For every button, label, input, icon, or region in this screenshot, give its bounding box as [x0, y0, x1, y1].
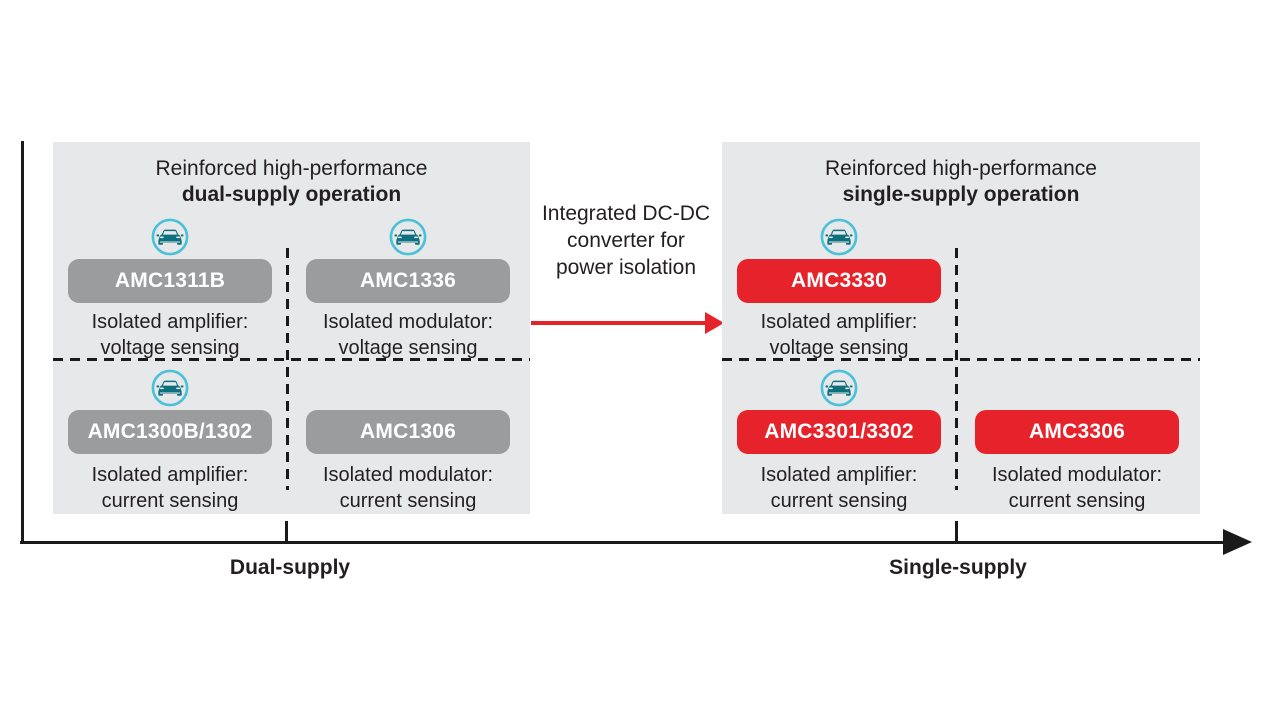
- panel-title-line2: single-supply operation: [842, 183, 1080, 206]
- chip-amc3301-3302[interactable]: AMC3301/3302: [737, 410, 941, 454]
- quadrant-divider-vertical: [955, 248, 958, 490]
- desc-line1: Isolated amplifier:: [760, 311, 918, 333]
- y-axis-line: [21, 141, 24, 543]
- desc-line2: voltage sensing: [338, 337, 478, 359]
- desc-line2: current sensing: [770, 490, 908, 512]
- annotation-line1: Integrated DC-DC: [541, 202, 711, 225]
- chip-description: Isolated amplifier: current sensing: [729, 462, 949, 514]
- annotation-line3: power isolation: [555, 256, 697, 279]
- panel-title-line1: Reinforced high-performance: [155, 157, 428, 180]
- desc-line1: Isolated amplifier:: [760, 464, 918, 486]
- desc-line2: current sensing: [339, 490, 477, 512]
- car-icon: [388, 217, 428, 257]
- panel-single-supply: Reinforced high-performance single-suppl…: [722, 142, 1200, 514]
- chip-description: Isolated amplifier: voltage sensing: [60, 309, 280, 361]
- desc-line2: voltage sensing: [769, 337, 909, 359]
- chip-amc3306[interactable]: AMC3306: [975, 410, 1179, 454]
- quadrant-divider-horizontal: [53, 358, 530, 361]
- chip-description: Isolated amplifier: voltage sensing: [729, 309, 949, 361]
- quadrant-divider-horizontal: [722, 358, 1200, 361]
- desc-line1: Isolated amplifier:: [91, 311, 249, 333]
- chip-amc1336[interactable]: AMC1336: [306, 259, 510, 303]
- x-axis-label-dual-supply: Dual-supply: [229, 556, 351, 579]
- chip-amc3330[interactable]: AMC3330: [737, 259, 941, 303]
- chip-description: Isolated modulator: voltage sensing: [298, 309, 518, 361]
- car-icon: [819, 217, 859, 257]
- transition-arrowhead-icon: [705, 312, 724, 334]
- x-axis-label-single-supply: Single-supply: [889, 556, 1027, 579]
- panel-title-line1: Reinforced high-performance: [825, 157, 1097, 180]
- desc-line1: Isolated amplifier:: [91, 464, 249, 486]
- x-axis-arrowhead-icon: [1223, 529, 1252, 555]
- chip-description: Isolated amplifier: current sensing: [60, 462, 280, 514]
- desc-line2: current sensing: [101, 490, 239, 512]
- desc-line1: Isolated modulator:: [322, 311, 494, 333]
- chip-description: Isolated modulator: current sensing: [967, 462, 1187, 514]
- dcdc-annotation: Integrated DC-DC converter for power iso…: [530, 200, 722, 281]
- car-icon: [150, 368, 190, 408]
- desc-line1: Isolated modulator:: [991, 464, 1163, 486]
- chip-amc1306[interactable]: AMC1306: [306, 410, 510, 454]
- quadrant-divider-vertical: [286, 248, 289, 490]
- chip-amc1300b-1302[interactable]: AMC1300B/1302: [68, 410, 272, 454]
- panel-title-line2: dual-supply operation: [181, 183, 402, 206]
- annotation-line2: converter for: [567, 229, 685, 252]
- desc-line2: current sensing: [1008, 490, 1146, 512]
- x-axis-tick-dual-supply: [285, 521, 288, 542]
- desc-line1: Isolated modulator:: [322, 464, 494, 486]
- x-axis-tick-single-supply: [955, 521, 958, 542]
- car-icon: [150, 217, 190, 257]
- car-icon: [819, 368, 859, 408]
- transition-arrow: [531, 321, 706, 325]
- chip-description: Isolated modulator: current sensing: [298, 462, 518, 514]
- x-axis-line: [20, 541, 1224, 544]
- panel-dual-supply: Reinforced high-performance dual-supply …: [53, 142, 530, 514]
- desc-line2: voltage sensing: [100, 337, 240, 359]
- chip-amc1311b[interactable]: AMC1311B: [68, 259, 272, 303]
